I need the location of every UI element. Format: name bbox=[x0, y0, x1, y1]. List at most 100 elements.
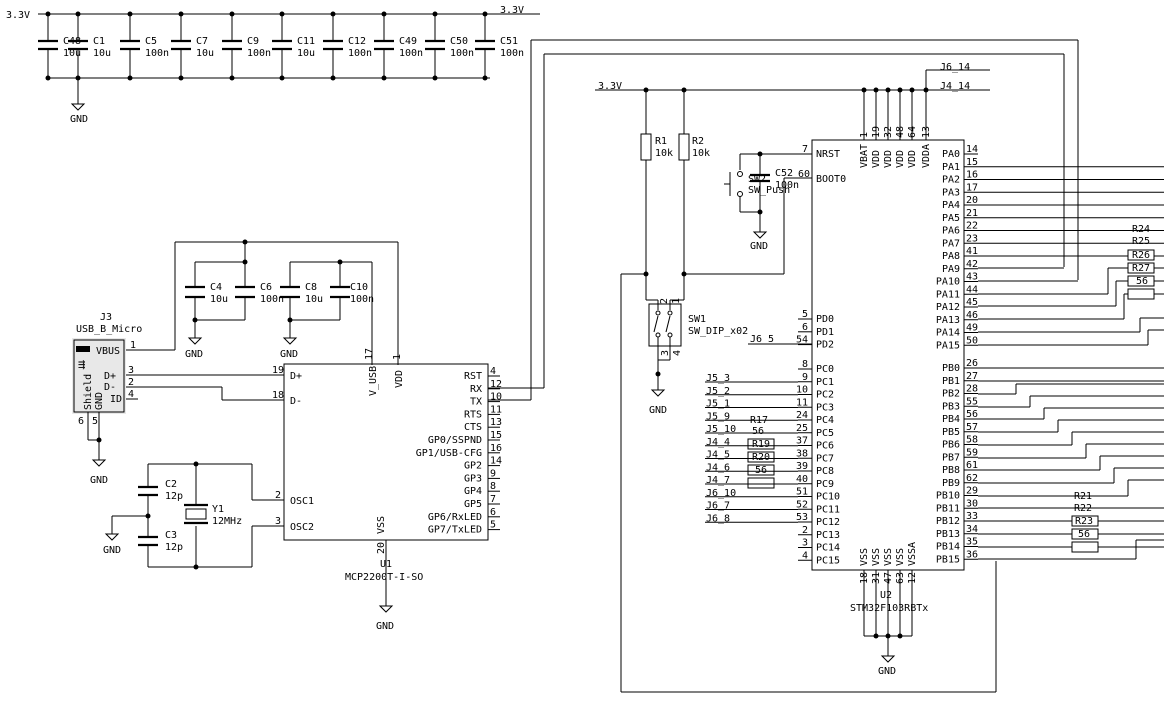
cap-val-c5: 100n bbox=[145, 48, 169, 59]
u1-pin-num: 6 bbox=[490, 507, 496, 518]
gnd-label: GND bbox=[376, 621, 394, 632]
r-pa-val2: R26 bbox=[1132, 250, 1150, 261]
u2-pin-pa7: PA7 bbox=[942, 238, 960, 249]
u1-osc1-pin: 2 bbox=[275, 490, 281, 501]
u1-pin-rx: RX bbox=[470, 384, 482, 395]
u1-pin-num: 16 bbox=[490, 443, 502, 454]
u2-pin-num: 21 bbox=[966, 208, 978, 219]
u2-pin-pd0: PD0 bbox=[816, 314, 834, 325]
u2-pin-pd1: PD1 bbox=[816, 327, 834, 338]
u2-pin-num: 44 bbox=[966, 284, 978, 295]
u2-pin-vdd: VDD bbox=[895, 150, 906, 168]
u2-pin-num: 8 bbox=[802, 359, 808, 370]
u2-pin-pa6: PA6 bbox=[942, 226, 960, 237]
u2-pin-vss: VSS bbox=[859, 548, 870, 566]
u2-pin-pb1: PB1 bbox=[942, 376, 960, 387]
u2-pin-pc10: PC10 bbox=[816, 492, 840, 503]
u2-top-pin-num: 32 bbox=[883, 126, 894, 138]
u2-pin-pc8: PC8 bbox=[816, 466, 834, 477]
u2-pin-num: 33 bbox=[966, 511, 978, 522]
u2-pin-num: 58 bbox=[966, 435, 978, 446]
net-j4_4: J4_4 bbox=[706, 437, 730, 448]
sw1-name: SW_DIP_x02 bbox=[688, 326, 748, 337]
u2-pin-num: 51 bbox=[796, 487, 808, 498]
r-pc-val4: 56 bbox=[755, 465, 767, 476]
u1-pin-rts: RTS bbox=[464, 409, 482, 420]
c6-ref: C6 bbox=[260, 282, 272, 293]
u1-pin-num: 10 bbox=[490, 392, 502, 403]
ic-u2-stm32: NRST BOOT0 7 60 J6_14 J4_14 1VBAT19VDD32… bbox=[748, 62, 990, 677]
c4-ref: C4 bbox=[210, 282, 222, 293]
c2-ref: C2 bbox=[165, 479, 177, 490]
u1-vdd-label: VDD bbox=[394, 370, 405, 388]
cap-ref-c5: C5 bbox=[145, 36, 157, 47]
u2-pin-vdd: VDD bbox=[871, 150, 882, 168]
power-rail-top: 3.3V 3.3V GND bbox=[6, 5, 540, 125]
oscillator-circuit: GND C2 12p C3 12p Y1 12MHz bbox=[103, 461, 284, 570]
u2-pin-pc12: PC12 bbox=[816, 517, 840, 528]
u2-pin-pb0: PB0 bbox=[942, 363, 960, 374]
u2-pin-pc14: PC14 bbox=[816, 543, 840, 554]
c8-ref: C8 bbox=[305, 282, 317, 293]
u2-pin-num: 55 bbox=[966, 396, 978, 407]
series-resistors-pc: R17 56 R19 R20 56 bbox=[747, 415, 775, 489]
u2-boot0-label: BOOT0 bbox=[816, 174, 846, 185]
id-pin-name: ID bbox=[110, 394, 122, 405]
u1-vss-pin: 20 bbox=[376, 542, 387, 554]
reset-boot-circuit: 3.3V R1 10k R2 10k bbox=[595, 81, 997, 693]
u1-pin-num: 14 bbox=[490, 456, 502, 467]
u2-pin-vssa: VSSA bbox=[907, 542, 918, 566]
u2-pin-num: 41 bbox=[966, 246, 978, 257]
gnd-label: GND bbox=[649, 405, 667, 416]
u2-pin-pc9: PC9 bbox=[816, 479, 834, 490]
u2-pin-num: 43 bbox=[966, 272, 978, 283]
u2-pin-num: 59 bbox=[966, 447, 978, 458]
u2-pin-num: 5 bbox=[802, 309, 808, 320]
u2-pin-vdda: VDDA bbox=[921, 144, 932, 168]
u2-pin-num: 20 bbox=[966, 195, 978, 206]
u2-pin-pc0: PC0 bbox=[816, 364, 834, 375]
pc-net-labels: J5_3J5_2J5_1J5_9J5_10J4_4J4_5J4_6J4_7J6_… bbox=[705, 373, 798, 524]
u2-boot0-pin: 60 bbox=[798, 169, 810, 180]
u1-osc2-label: OSC2 bbox=[290, 522, 314, 533]
u2-pin-pb12: PB12 bbox=[936, 516, 960, 527]
u2-pin-num: 26 bbox=[966, 358, 978, 369]
sw1-pin1: 1 bbox=[671, 298, 682, 304]
u1-ref: U1 bbox=[380, 559, 392, 570]
r-pb-val3: 56 bbox=[1078, 529, 1090, 540]
ic-u1-mcp2200: V_USB VDD 17 1 D+ D- OSC1 OSC2 19 18 2 3… bbox=[272, 39, 1079, 632]
r24-ref: R24 bbox=[1132, 224, 1150, 235]
u2-pin-pb11: PB11 bbox=[936, 503, 960, 514]
gnd-label: GND bbox=[878, 666, 896, 677]
dminus-pin-num: 2 bbox=[128, 377, 134, 388]
gnd-label: GND bbox=[90, 475, 108, 486]
u2-pin-num: 15 bbox=[966, 157, 978, 168]
gnd-label: GND bbox=[185, 349, 203, 360]
u2-pin-vbat: VBAT bbox=[859, 144, 870, 168]
c6-val: 100n bbox=[260, 294, 284, 305]
r-pa-val3: R27 bbox=[1132, 263, 1150, 274]
u2-pin-num: 42 bbox=[966, 259, 978, 270]
y1-ref: Y1 bbox=[212, 504, 224, 515]
u2-left-pins: PD05PD16PD254PC08PC19PC210PC311PC424PC52… bbox=[796, 309, 840, 566]
j3-ref: J3 bbox=[100, 312, 112, 323]
net-j6_7: J6_7 bbox=[706, 501, 730, 512]
c4-val: 10u bbox=[210, 294, 228, 305]
u2-pin-pc2: PC2 bbox=[816, 390, 834, 401]
j3-name: USB_B_Micro bbox=[76, 324, 142, 335]
gnd-label: GND bbox=[280, 349, 298, 360]
net-3v3-top: 3.3V bbox=[500, 5, 524, 16]
u1-pin-num: 9 bbox=[490, 468, 496, 479]
u2-pin-num: 16 bbox=[966, 170, 978, 181]
u2-pin-num: 28 bbox=[966, 384, 978, 395]
u1-pin-num: 13 bbox=[490, 417, 502, 428]
u2-pin-num: 39 bbox=[796, 461, 808, 472]
net-j4_6: J4_6 bbox=[706, 462, 730, 473]
cap-ref-c7: C7 bbox=[196, 36, 208, 47]
u1-pin-rst: RST bbox=[464, 371, 482, 382]
u1-pin-num: 11 bbox=[490, 404, 502, 415]
u2-pin-num: 27 bbox=[966, 371, 978, 382]
